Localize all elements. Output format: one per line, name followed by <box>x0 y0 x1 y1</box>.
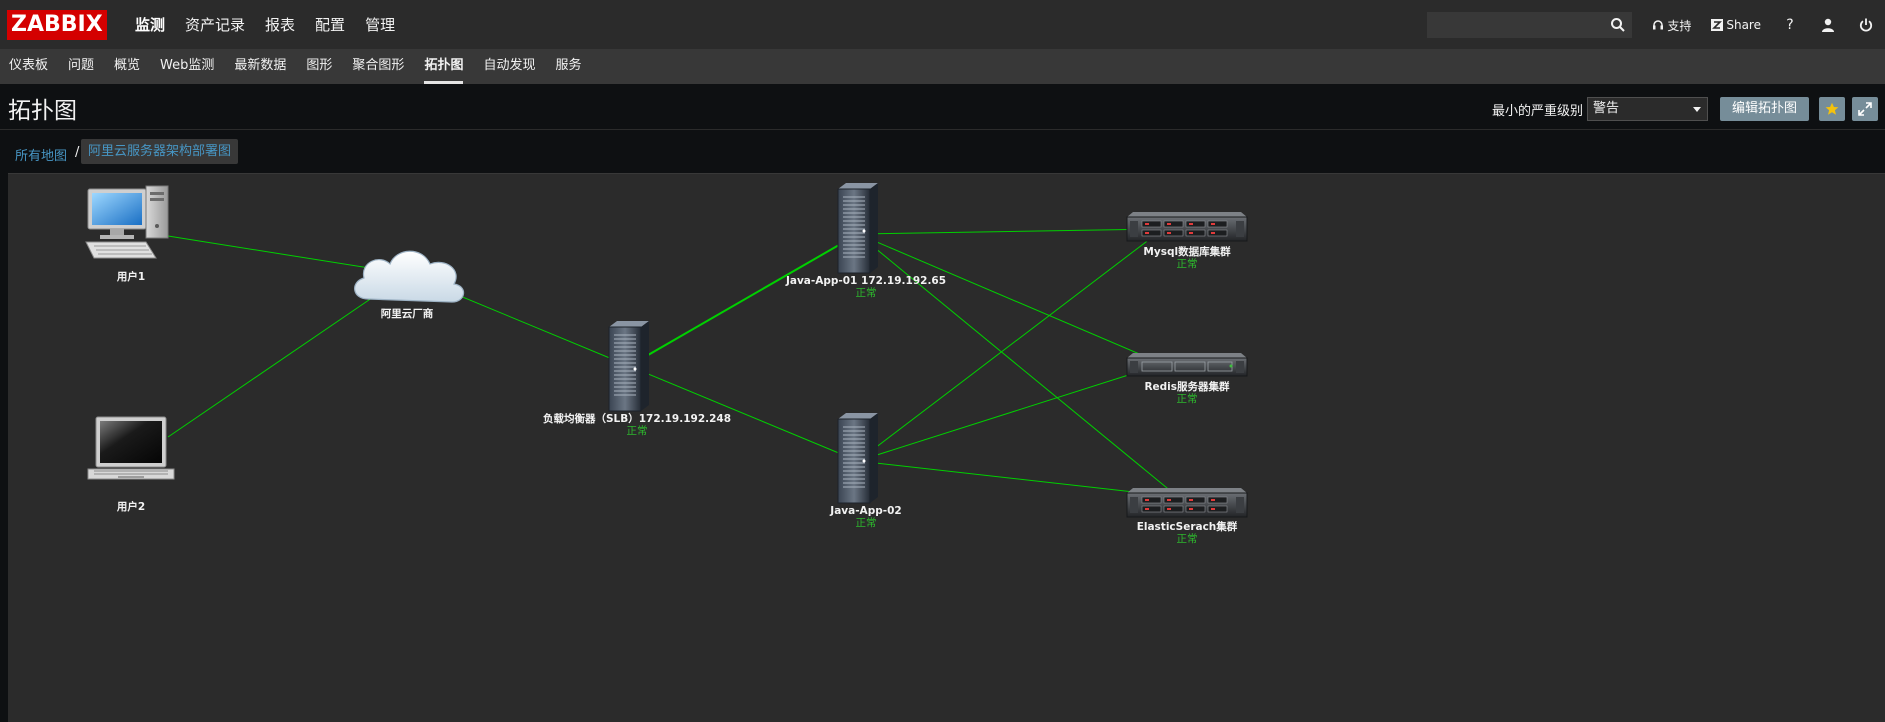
sub-navigation-bar: 仪表板 问题 概览 Web监测 最新数据 图形 聚合图形 拓扑图 自动发现 服务 <box>0 50 1885 84</box>
breadcrumb: 所有地图 / 阿里云服务器架构部署图 <box>0 130 1885 173</box>
node-es-label: ElasticSerach集群 <box>1137 520 1238 533</box>
breadcrumb-current-map[interactable]: 阿里云服务器架构部署图 <box>81 139 239 164</box>
node-slb-label: 负载均衡器（SLB）172.19.192.248 <box>543 412 731 425</box>
menu-item-configuration[interactable]: 配置 <box>315 16 346 34</box>
severity-select[interactable]: 警告 <box>1586 97 1708 121</box>
breadcrumb-all-maps[interactable]: 所有地图 <box>15 149 68 164</box>
node-cloud-label: 阿里云厂商 <box>381 307 434 320</box>
share-z-icon <box>1711 19 1724 31</box>
laptop-icon <box>87 416 175 480</box>
link-app2-redis <box>857 363 1164 462</box>
zabbix-logo[interactable]: ZABBIX <box>7 10 107 40</box>
node-app1-label: Java-App-01 172.19.192.65 <box>785 275 946 287</box>
rack-server-icon <box>1126 211 1248 242</box>
favorite-button[interactable] <box>1819 97 1845 121</box>
node-user1-label: 用户1 <box>116 270 145 283</box>
top-navigation-bar: ZABBIX 监测 资产记录 报表 配置 管理 支持 <box>0 0 1885 50</box>
menu-item-reports[interactable]: 报表 <box>265 16 296 34</box>
node-cloud[interactable]: 阿里云厂商 <box>354 250 465 320</box>
main-menu: 监测 资产记录 报表 配置 管理 <box>125 0 405 50</box>
node-app2-status: 正常 <box>856 516 877 529</box>
node-mysql[interactable]: Mysql数据库集群 正常 <box>1126 211 1248 270</box>
rack-server-icon <box>1126 487 1248 518</box>
fullscreen-button[interactable] <box>1852 97 1878 121</box>
help-icon[interactable]: ? <box>1786 17 1794 33</box>
breadcrumb-separator: / <box>75 145 80 160</box>
node-es-status: 正常 <box>1177 532 1198 545</box>
node-es[interactable]: ElasticSerach集群 正常 <box>1126 487 1248 545</box>
subnav-latest-data[interactable]: 最新数据 <box>234 58 287 73</box>
page-header: 拓扑图 最小的严重级别 警告 编辑拓扑图 <box>0 84 1885 130</box>
tower-server-icon <box>837 182 879 274</box>
subnav-overview[interactable]: 概览 <box>114 58 141 73</box>
map-links <box>167 228 1179 498</box>
support-link[interactable]: 支持 <box>1642 0 1701 50</box>
node-slb[interactable]: 负载均衡器（SLB）172.19.192.248 正常 <box>543 320 731 437</box>
network-map-canvas: 用户1 用户2 阿里云厂商 负载均衡器（SLB）172.19.192.248 正… <box>85 182 1248 545</box>
node-app1[interactable]: Java-App-01 172.19.192.65 正常 <box>785 182 946 299</box>
node-app1-status: 正常 <box>856 286 877 299</box>
header-actions: 支持 Share ? <box>1427 0 1885 50</box>
user-profile-icon[interactable] <box>1809 0 1847 50</box>
edit-map-button[interactable]: 编辑拓扑图 <box>1719 97 1809 121</box>
subnav-web[interactable]: Web监测 <box>160 58 215 73</box>
subnav-problems[interactable]: 问题 <box>68 58 95 73</box>
link-app2-es <box>857 460 1179 498</box>
node-mysql-status: 正常 <box>1177 257 1198 270</box>
link-slb-app1 <box>628 233 859 367</box>
desktop-computer-icon <box>85 185 169 259</box>
tower-server-icon <box>608 320 650 412</box>
power-icon <box>1859 18 1873 32</box>
map-controls: 最小的严重级别 警告 编辑拓扑图 <box>1492 96 1885 122</box>
headset-icon <box>1653 20 1664 30</box>
node-user2-label: 用户2 <box>116 500 145 513</box>
severity-selected-value: 警告 <box>1592 101 1619 116</box>
subnav-maps[interactable]: 拓扑图 <box>415 50 474 84</box>
node-app2[interactable]: Java-App-02 正常 <box>829 412 902 529</box>
node-app2-label: Java-App-02 <box>829 505 901 517</box>
search-input[interactable] <box>1428 13 1609 37</box>
menu-item-administration[interactable]: 管理 <box>365 16 396 34</box>
node-redis-status: 正常 <box>1177 392 1198 405</box>
link-app1-es <box>857 233 1179 498</box>
share-label: Share <box>1726 18 1761 32</box>
subnav-discovery[interactable]: 自动发现 <box>483 58 536 73</box>
star-icon <box>1825 102 1839 115</box>
subnav-screens[interactable]: 聚合图形 <box>352 58 405 73</box>
search-box <box>1427 12 1633 38</box>
link-app1-mysql <box>857 228 1164 235</box>
node-redis[interactable]: Redis服务器集群 正常 <box>1126 352 1248 405</box>
node-user1[interactable]: 用户1 <box>85 185 169 283</box>
search-icon[interactable] <box>1610 17 1626 33</box>
tower-server-icon <box>837 412 879 504</box>
subnav-services[interactable]: 服务 <box>555 58 582 73</box>
network-map: 用户1 用户2 阿里云厂商 负载均衡器（SLB）172.19.192.248 正… <box>8 173 1885 722</box>
node-user2[interactable]: 用户2 <box>87 416 175 513</box>
menu-item-monitoring[interactable]: 监测 <box>135 16 166 34</box>
menu-item-inventory[interactable]: 资产记录 <box>185 16 246 34</box>
node-mysql-label: Mysql数据库集群 <box>1143 245 1231 258</box>
user-icon <box>1822 18 1834 32</box>
node-redis-label: Redis服务器集群 <box>1144 380 1230 393</box>
dropdown-arrow-icon <box>1692 107 1701 112</box>
subnav-graphs[interactable]: 图形 <box>306 58 333 73</box>
fullscreen-icon <box>1858 102 1872 116</box>
page-title: 拓扑图 <box>8 98 77 124</box>
cloud-icon <box>354 250 465 303</box>
link-slb-app2 <box>628 365 859 462</box>
link-user2-cloud <box>167 273 408 438</box>
rack-server-icon <box>1126 352 1248 377</box>
node-slb-status: 正常 <box>627 424 648 437</box>
subnav-dashboard[interactable]: 仪表板 <box>9 58 49 73</box>
sign-out-icon[interactable] <box>1847 0 1885 50</box>
link-app2-mysql <box>857 228 1164 462</box>
share-link[interactable]: Share <box>1701 0 1771 50</box>
severity-label: 最小的严重级别 <box>1491 103 1583 119</box>
support-label: 支持 <box>1667 18 1692 33</box>
link-app1-redis <box>857 233 1164 365</box>
